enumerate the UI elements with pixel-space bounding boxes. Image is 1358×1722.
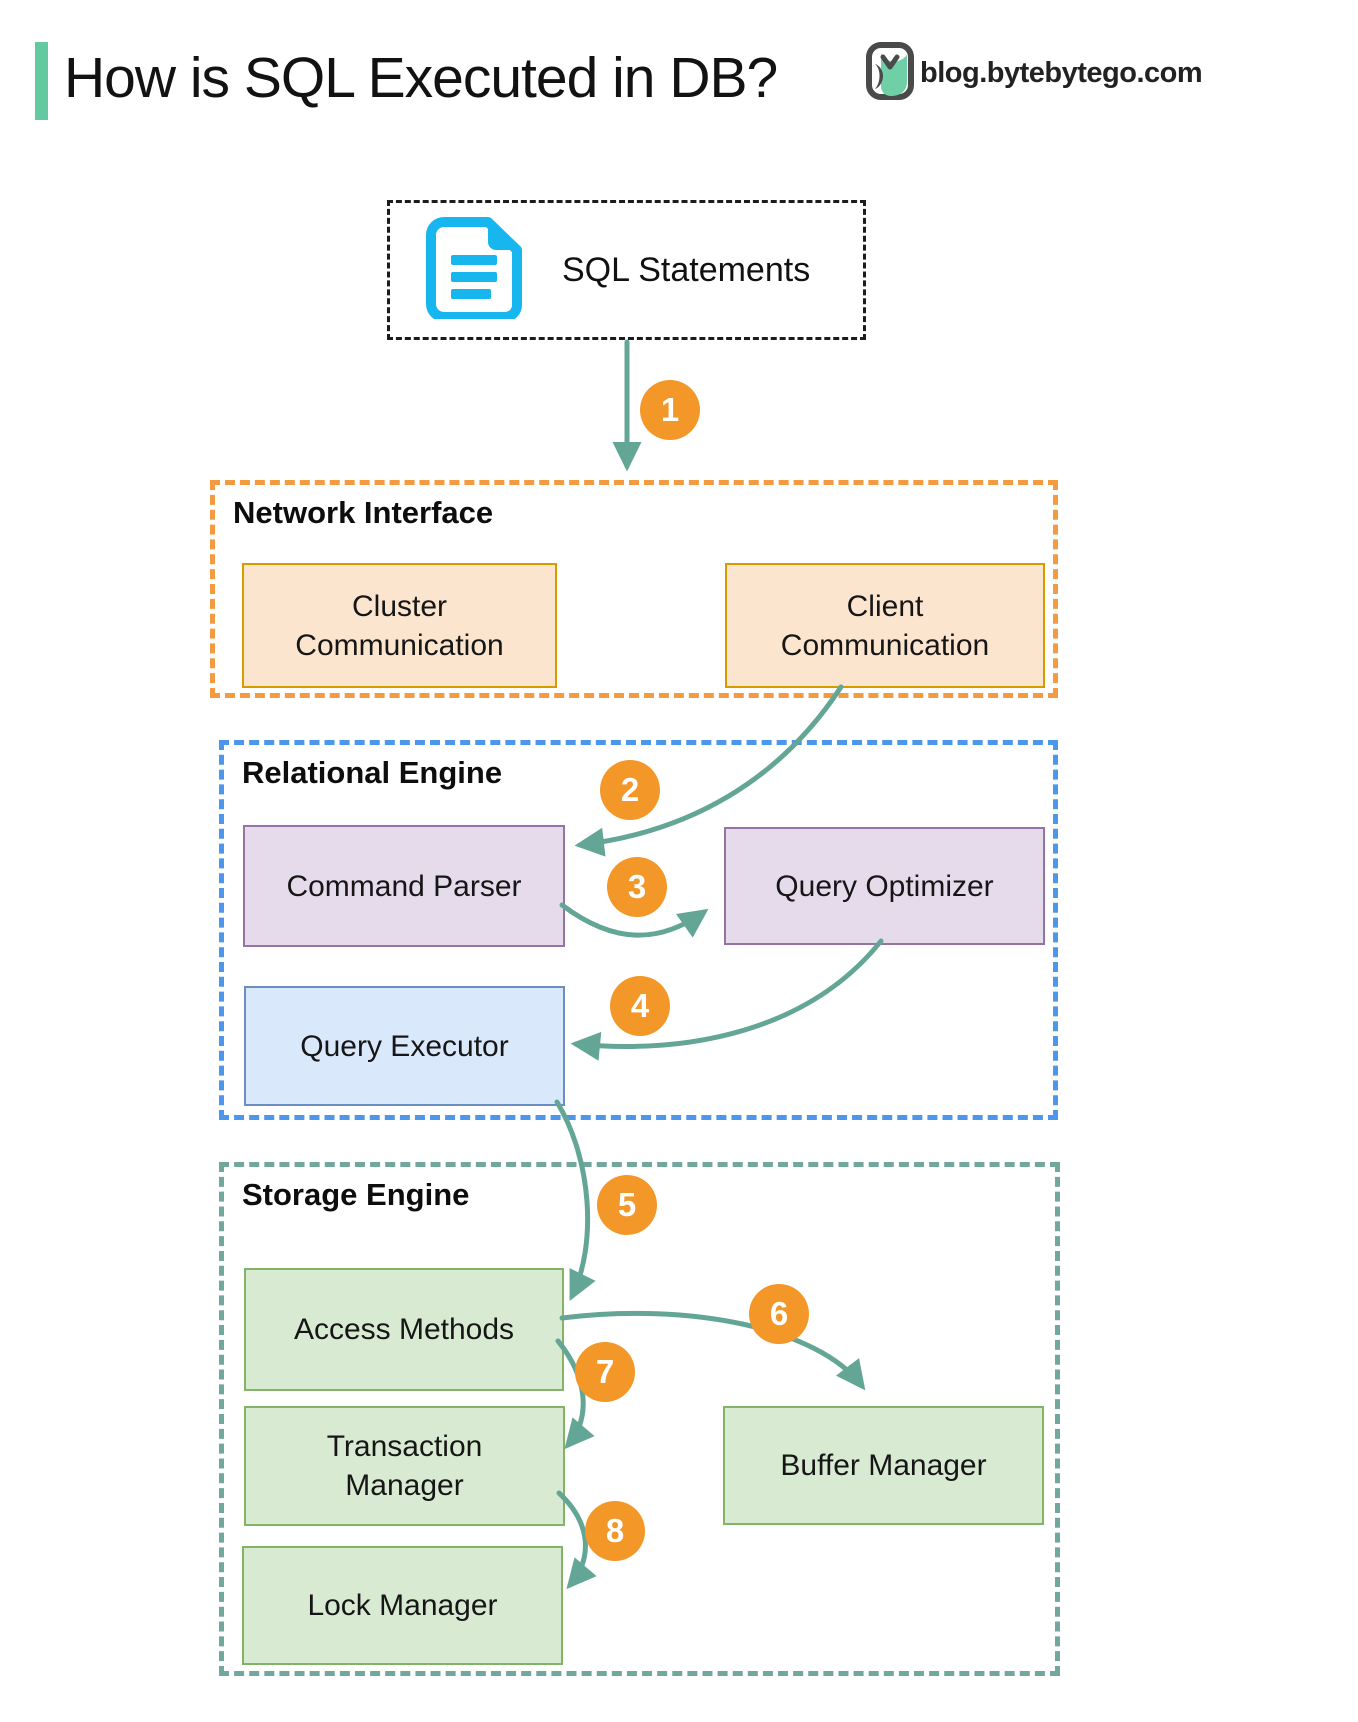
- section-title-relational-engine: Relational Engine: [242, 755, 503, 790]
- box-command-parser: Command Parser: [243, 825, 565, 947]
- section-network-interface: Network Interface Cluster Communication …: [210, 480, 1058, 698]
- sql-statements-label: SQL Statements: [562, 250, 811, 289]
- section-storage-engine: Storage Engine Access Methods Buffer Man…: [219, 1162, 1060, 1676]
- step-badge-4: 4: [610, 976, 670, 1036]
- box-query-optimizer: Query Optimizer: [724, 827, 1045, 945]
- box-access-methods: Access Methods: [244, 1268, 564, 1391]
- step-badge-7: 7: [575, 1342, 635, 1402]
- step-badge-2: 2: [600, 760, 660, 820]
- box-buffer-manager: Buffer Manager: [723, 1406, 1044, 1525]
- step-badge-3: 3: [607, 857, 667, 917]
- sql-statements-box: SQL Statements: [387, 200, 866, 340]
- section-relational-engine: Relational Engine Command Parser Query O…: [219, 740, 1058, 1120]
- box-transaction-manager: Transaction Manager: [244, 1406, 565, 1526]
- box-lock-manager: Lock Manager: [242, 1546, 563, 1665]
- document-icon: [426, 216, 522, 324]
- page-title: How is SQL Executed in DB?: [64, 46, 778, 110]
- site-url: blog.bytebytego.com: [920, 57, 1203, 89]
- accent-bar: [35, 42, 48, 120]
- step-badge-5: 5: [597, 1175, 657, 1235]
- box-client-communication: Client Communication: [725, 563, 1045, 688]
- section-title-storage-engine: Storage Engine: [242, 1177, 470, 1212]
- brand: blog.bytebytego.com: [866, 42, 1203, 105]
- step-badge-6: 6: [749, 1284, 809, 1344]
- box-cluster-communication: Cluster Communication: [242, 563, 557, 688]
- step-badge-8: 8: [585, 1501, 645, 1561]
- step-badge-1: 1: [640, 380, 700, 440]
- box-query-executor: Query Executor: [244, 986, 565, 1106]
- section-title-network-interface: Network Interface: [233, 495, 494, 530]
- bytebytego-logo-icon: [866, 42, 914, 105]
